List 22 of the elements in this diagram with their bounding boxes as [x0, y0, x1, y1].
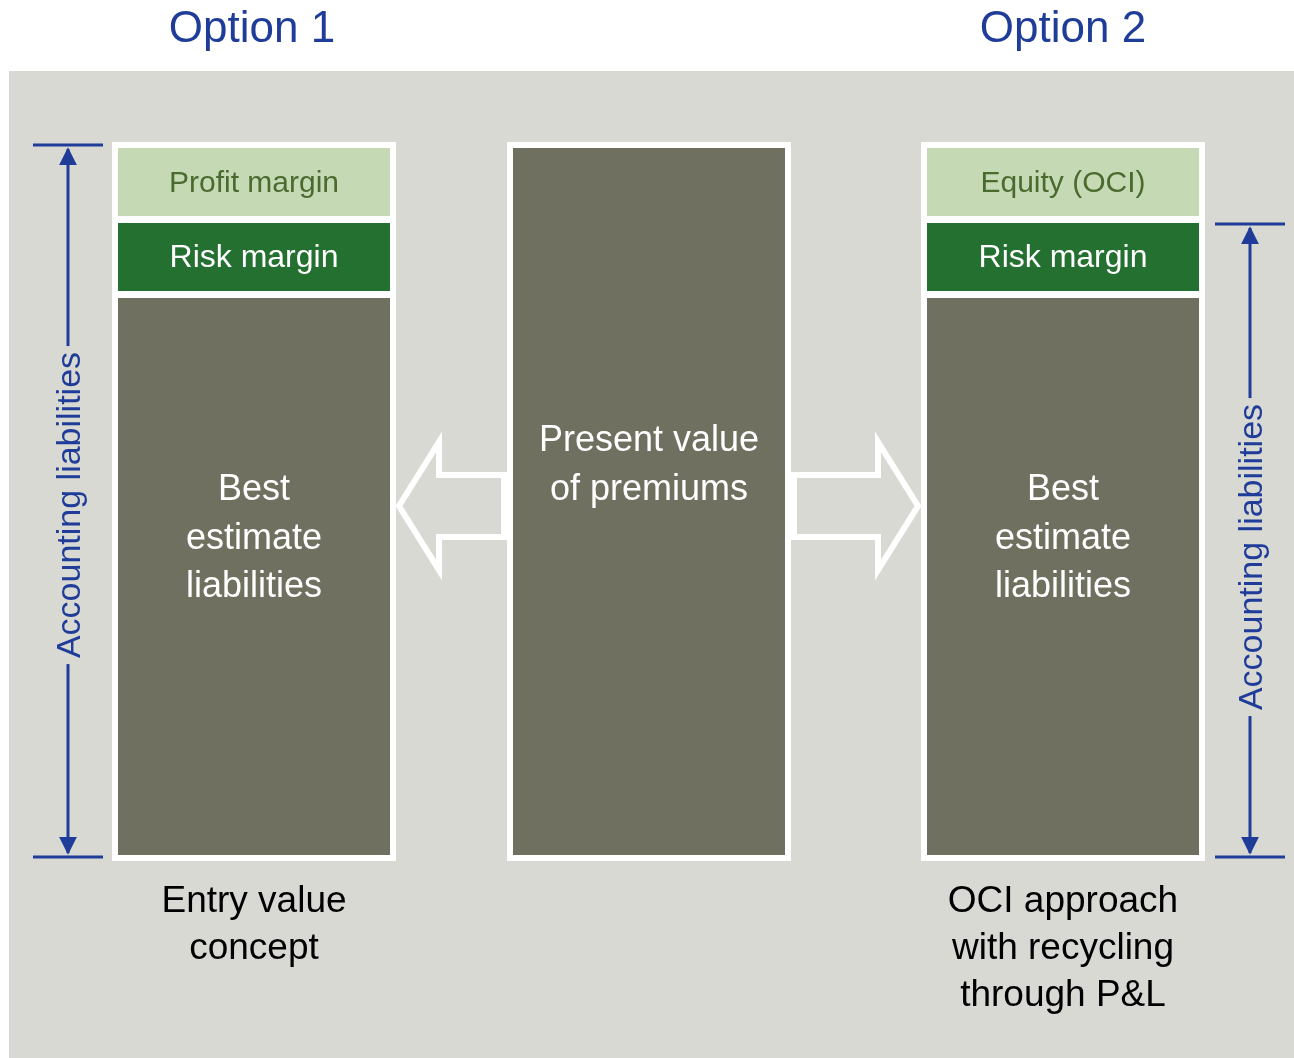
- block-label: Risk margin: [168, 237, 340, 277]
- block-label: Equity (OCI): [979, 163, 1147, 200]
- margin-band: [118, 148, 390, 216]
- block-arrow: [791, 431, 922, 581]
- stack-frame: [112, 142, 396, 861]
- option-heading: Option 2: [978, 2, 1148, 52]
- liabilities-block: [118, 298, 390, 855]
- block-arrow: [395, 431, 507, 581]
- margin-band: [927, 223, 1199, 291]
- block-label: Best estimate liabilities: [184, 466, 324, 608]
- block-label: Present value of premiums: [537, 417, 761, 510]
- liabilities-block: [927, 298, 1199, 855]
- column-caption: OCI approach with recycling through P&L: [946, 878, 1180, 1016]
- stack-frame: [921, 142, 1205, 861]
- option-heading: Option 1: [167, 2, 337, 52]
- margin-band: [927, 148, 1199, 216]
- block-label: Risk margin: [977, 237, 1149, 277]
- block-label: Profit margin: [167, 163, 341, 200]
- margin-band: [118, 223, 390, 291]
- block-label: Best estimate liabilities: [993, 466, 1133, 608]
- premiums-block: [507, 142, 791, 861]
- column-caption: Entry value concept: [160, 878, 348, 969]
